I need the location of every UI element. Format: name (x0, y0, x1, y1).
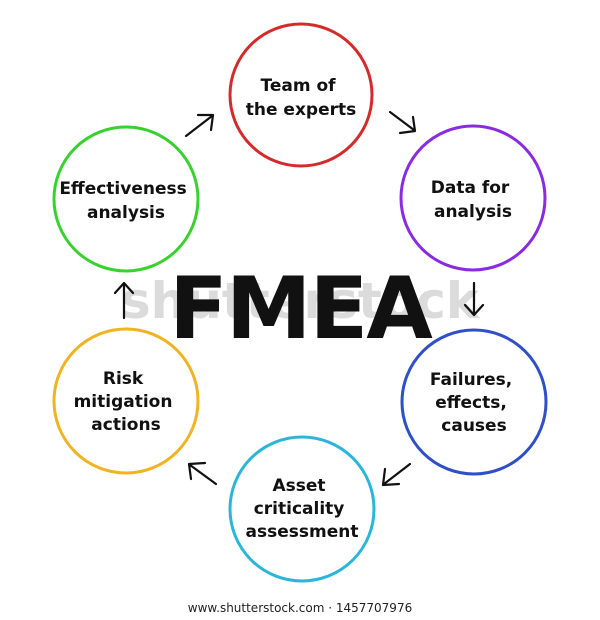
arrow-failures-to-asset-head (381, 467, 401, 487)
arrow-effectiveness-to-team-shaft (184, 114, 214, 138)
node-risk-line-1: Risk (103, 369, 144, 389)
arrow-failures-to-asset (381, 462, 412, 487)
node-data-for-analysis: Data for analysis (399, 124, 547, 272)
arrow-team-to-data (388, 110, 417, 135)
arrow-team-to-data-head (398, 115, 417, 135)
node-team-line-1: Team of (261, 76, 337, 96)
node-failures-line-3: causes (441, 416, 506, 436)
arrow-asset-to-risk (187, 461, 218, 486)
node-data-circle (399, 124, 547, 272)
arrow-effectiveness-to-team-head (196, 113, 215, 132)
arrow-asset-to-risk-shaft (188, 463, 218, 486)
node-team-label: Team of the experts (246, 76, 357, 120)
arrow-failures-to-asset-shaft (382, 462, 412, 486)
node-asset-criticality-assessment: Asset criticality assessment (228, 435, 376, 583)
arrow-risk-to-effectiveness-head (113, 281, 135, 295)
arrow-team-to-data-shaft (388, 110, 416, 132)
arrow-asset-to-risk-head (187, 461, 207, 481)
node-risk-label: Risk mitigation actions (74, 369, 179, 435)
footer-url: www.shutterstock.com · 1457707976 (188, 601, 412, 615)
arrow-data-to-failures-head (463, 303, 485, 317)
arrow-risk-to-effectiveness (113, 281, 135, 320)
node-effectiveness-label: Effectiveness analysis (59, 179, 192, 223)
node-effectiveness-line-1: Effectiveness (59, 179, 186, 199)
diagram-title: FMEA (169, 259, 433, 359)
node-failures-effects-causes: Failures, effects, causes (400, 328, 548, 476)
node-risk-mitigation-actions: Risk mitigation actions (52, 327, 200, 475)
node-failures-line-1: Failures, (430, 370, 512, 390)
node-risk-line-3: actions (91, 415, 160, 435)
node-asset-line-1: Asset (273, 476, 326, 496)
node-data-line-2: analysis (434, 202, 512, 222)
node-data-label: Data for analysis (431, 178, 515, 222)
node-risk-line-2: mitigation (74, 392, 173, 412)
node-team-line-2: the experts (246, 100, 357, 120)
node-effectiveness-line-2: analysis (87, 203, 165, 223)
node-effectiveness-circle (52, 125, 200, 273)
arrow-effectiveness-to-team (184, 113, 215, 138)
node-failures-label: Failures, effects, causes (430, 370, 518, 436)
arrow-data-to-failures (463, 281, 485, 317)
node-asset-line-2: criticality (254, 499, 345, 519)
node-effectiveness-analysis: Effectiveness analysis (52, 125, 200, 273)
node-risk-circle (52, 327, 200, 475)
node-failures-circle (400, 328, 548, 476)
node-asset-line-3: assessment (246, 522, 359, 542)
node-asset-label: Asset criticality assessment (246, 476, 359, 542)
node-team-circle (228, 22, 374, 168)
node-team-of-experts: Team of the experts (228, 22, 374, 168)
watermark-text: shutterstock (121, 272, 481, 330)
node-data-line-1: Data for (431, 178, 510, 198)
node-failures-line-2: effects, (435, 393, 507, 413)
node-asset-circle (228, 435, 376, 583)
